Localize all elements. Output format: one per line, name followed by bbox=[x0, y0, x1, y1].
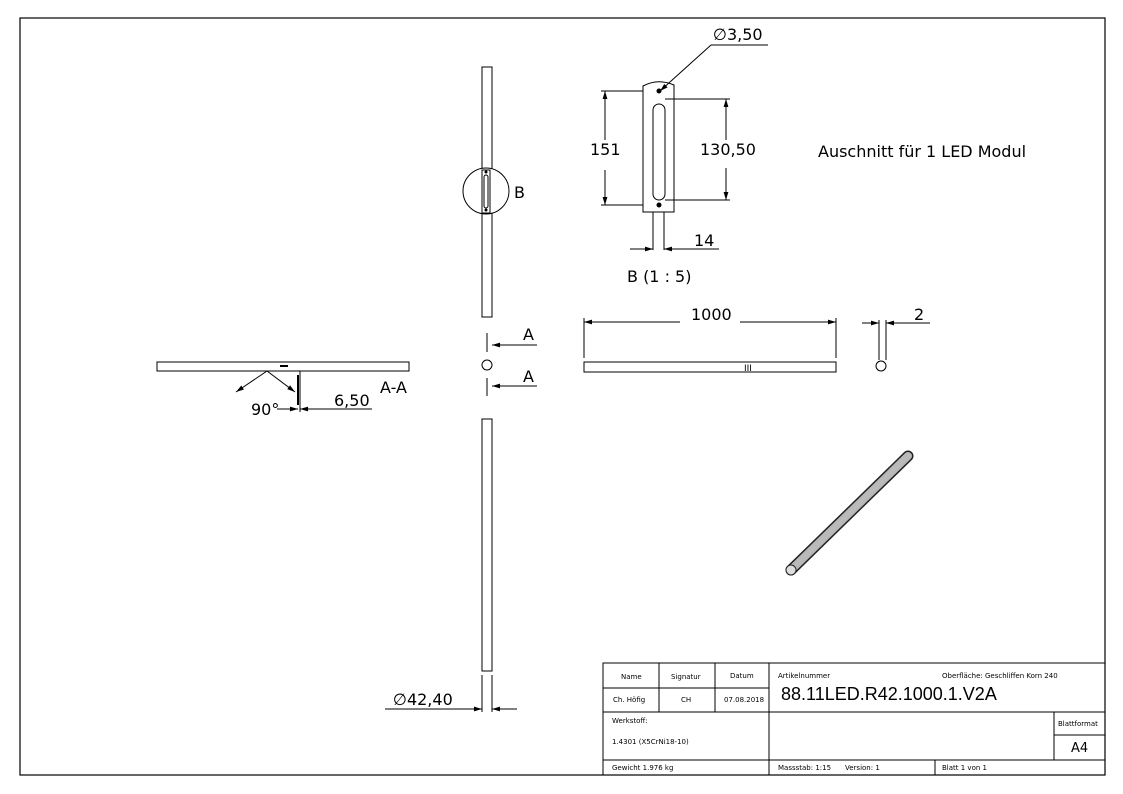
tube-diameter-dimension bbox=[385, 675, 517, 712]
section-marker bbox=[481, 333, 537, 396]
width-14-value: 14 bbox=[694, 231, 714, 250]
detail-label: B (1 : 5) bbox=[627, 267, 691, 286]
detail-b-view bbox=[601, 44, 768, 252]
tb-signatur-header: Signatur bbox=[671, 673, 701, 681]
detail-circle-label: B bbox=[514, 183, 525, 202]
angle-dimension: 90° bbox=[251, 400, 279, 419]
tb-blattformat-label: Blattformat bbox=[1058, 720, 1098, 728]
tb-artikelnummer: 88.11LED.R42.1000.1.V2A bbox=[781, 684, 997, 704]
detail-circle-b bbox=[462, 167, 510, 215]
tb-name: Ch. Höfig bbox=[613, 696, 645, 704]
tb-name-header: Name bbox=[621, 673, 642, 681]
title-block bbox=[602, 662, 1106, 776]
tube-end-view bbox=[862, 320, 930, 372]
tb-version: Version: 1 bbox=[845, 764, 880, 772]
section-arrow-bottom-label: A bbox=[523, 367, 534, 386]
tube-side-view bbox=[583, 318, 837, 373]
tb-gewicht: Gewicht 1.976 kg bbox=[612, 764, 673, 772]
tb-artikelnummer-label: Artikelnummer bbox=[778, 672, 830, 680]
hole-diameter-value: ∅3,50 bbox=[713, 25, 763, 44]
section-a-a-view bbox=[156, 361, 410, 412]
rod-isometric-view bbox=[785, 450, 914, 576]
height-151-value: 151 bbox=[590, 140, 621, 159]
center-marks: III bbox=[744, 364, 752, 374]
tb-blattformat: A4 bbox=[1071, 741, 1088, 756]
tb-massstab: Massstab: 1:15 bbox=[778, 764, 831, 772]
tb-datum: 07.08.2018 bbox=[724, 696, 764, 704]
wall-value: 2 bbox=[914, 305, 924, 324]
offset-dimension: 6,50 bbox=[334, 391, 370, 410]
tube-diameter-value: ∅42,40 bbox=[393, 690, 453, 709]
tb-blatt: Blatt 1 von 1 bbox=[942, 764, 987, 772]
tb-werkstoff: 1.4301 (X5CrNi18-10) bbox=[612, 738, 689, 746]
section-label: A-A bbox=[380, 378, 407, 397]
tb-signatur: CH bbox=[681, 696, 691, 704]
tb-werkstoff-label: Werkstoff: bbox=[612, 717, 648, 725]
height-130-value: 130,50 bbox=[700, 140, 756, 159]
length-value: 1000 bbox=[691, 305, 732, 324]
note-text: Auschnitt für 1 LED Modul bbox=[818, 142, 1026, 161]
section-arrow-top-label: A bbox=[523, 325, 534, 344]
drawing-frame bbox=[19, 17, 1106, 776]
tb-datum-header: Datum bbox=[730, 672, 754, 680]
tb-oberflaeche: Oberfläche: Geschliffen Korn 240 bbox=[942, 672, 1058, 680]
